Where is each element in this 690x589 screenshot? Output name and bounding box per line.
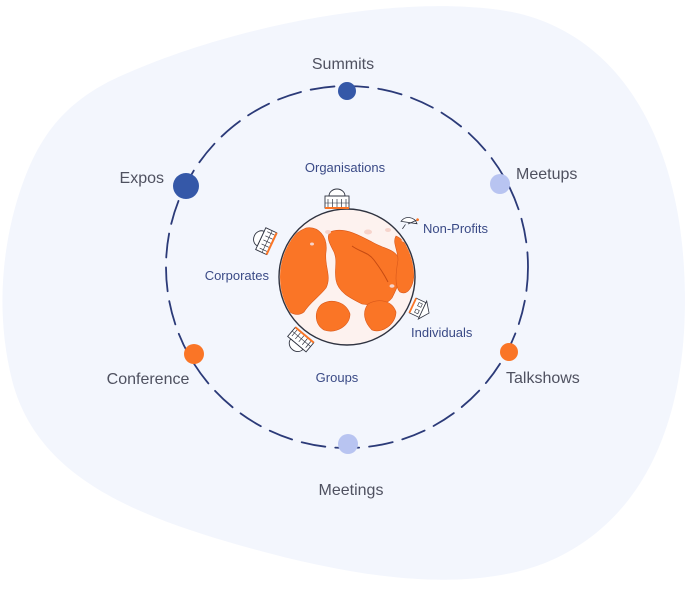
globe (278, 208, 416, 346)
orbit-node-expos (173, 173, 199, 199)
orbit-node-conference (184, 344, 204, 364)
globe-continents (280, 227, 414, 332)
orbit-nodes (173, 82, 518, 454)
globe-buildings (253, 188, 430, 353)
continent-lower-right (364, 300, 397, 332)
globe-spot (325, 230, 331, 234)
globe-label-non-profits: Non-Profits (423, 221, 489, 236)
building-icon (324, 188, 350, 209)
river-line (351, 245, 389, 283)
satellite-dish-icon (400, 217, 419, 230)
orbit-label-meetings: Meetings (319, 482, 384, 499)
orbit-label-meetups: Meetups (516, 166, 577, 183)
continent-bottom-left (315, 301, 351, 332)
orbit-node-meetings (338, 434, 358, 454)
orbit-label-summits: Summits (312, 56, 374, 73)
globe-label-organisations: Organisations (305, 160, 386, 175)
globe-label-corporates: Corporates (205, 268, 270, 283)
globe-label-individuals: Individuals (411, 325, 473, 340)
globe-spot (389, 284, 395, 288)
continent-left (280, 227, 329, 315)
orbit-label-talkshows: Talkshows (506, 370, 580, 387)
globe-labels: OrganisationsNon-ProfitsIndividualsGroup… (205, 160, 489, 385)
house-icon (408, 297, 430, 320)
orbit-label-expos: Expos (120, 170, 164, 187)
orbit-node-meetups (490, 174, 510, 194)
globe-spot (364, 229, 372, 235)
building-icon (253, 227, 278, 256)
orbit-node-talkshows (500, 343, 518, 361)
building-icon (287, 326, 315, 353)
globe-label-groups: Groups (316, 370, 359, 385)
globe-spot (310, 242, 314, 246)
orbit-label-conference: Conference (107, 371, 190, 388)
globe-spot (385, 228, 391, 232)
orbit-node-summits (338, 82, 356, 100)
